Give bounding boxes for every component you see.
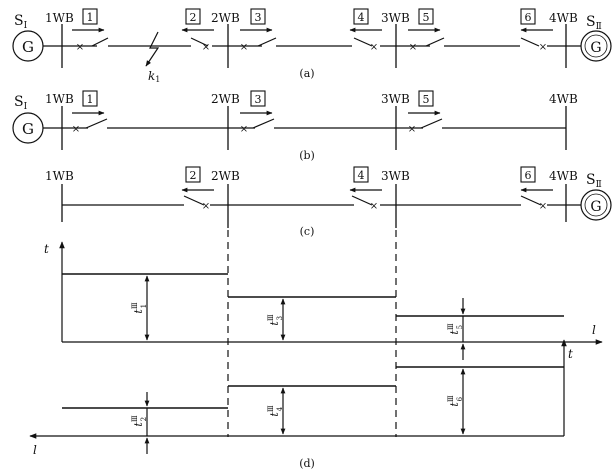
axis-label-t-lower: t xyxy=(568,347,573,361)
svg-text:×: × xyxy=(240,124,248,135)
svg-text:×: × xyxy=(76,42,84,53)
bus-label-2wb: 2WB xyxy=(211,92,240,106)
caption-d: (d) xyxy=(299,457,315,470)
source-right-label-c: SⅡ xyxy=(586,172,602,190)
source-left-label: SⅠ xyxy=(14,13,28,31)
svg-text:×: × xyxy=(409,42,417,53)
panel-d: t l l t tⅢ1 tⅢ3 tⅢ5 tⅢ2 xyxy=(29,230,603,470)
protection-box-2a: 2 xyxy=(185,8,201,25)
generator-right-a: G xyxy=(580,30,612,62)
caption-a: (a) xyxy=(299,67,314,80)
generator-glyph: G xyxy=(22,38,34,56)
fault-label: k1 xyxy=(148,69,160,84)
breaker-5a: × xyxy=(409,37,445,53)
bus-label-2wb: 2WB xyxy=(211,169,240,183)
bus-label-3wb: 3WB xyxy=(381,169,410,183)
breaker-1a: × xyxy=(76,37,109,53)
panel-c: × × × G SⅡ 1WB 2WB 3WB 4WB 2 4 6 (c) xyxy=(45,166,612,238)
svg-text:6: 6 xyxy=(525,11,532,24)
panel-b: G SⅠ × × × 1WB 2WB 3WB 4WB 1 3 5 (b xyxy=(12,90,578,162)
svg-text:×: × xyxy=(370,201,378,212)
svg-text:×: × xyxy=(539,42,547,53)
delay-label-t6: tⅢ6 xyxy=(447,395,464,406)
svg-text:2: 2 xyxy=(190,169,197,182)
protection-box-1a: 1 xyxy=(82,8,98,25)
bus-label-4wb: 4WB xyxy=(549,11,578,25)
protection-box-3b: 3 xyxy=(250,90,266,107)
protection-box-2c: 2 xyxy=(185,166,201,183)
generator-left-a: G xyxy=(12,30,44,62)
generator-glyph: G xyxy=(22,120,34,138)
caption-b: (b) xyxy=(299,149,315,162)
fault-lightning-icon xyxy=(145,31,160,67)
protection-box-6a: 6 xyxy=(520,8,536,25)
breaker-3b: × xyxy=(240,118,275,135)
svg-text:6: 6 xyxy=(525,169,532,182)
protection-box-5a: 5 xyxy=(418,8,434,25)
protection-box-4a: 4 xyxy=(353,8,369,25)
bus-label-2wb: 2WB xyxy=(211,11,240,25)
bus-label-1wb: 1WB xyxy=(45,11,74,25)
protection-box-6c: 6 xyxy=(520,166,536,183)
bus-label-3wb: 3WB xyxy=(381,11,410,25)
axis-label-t-upper: t xyxy=(44,242,49,256)
axis-label-l-upper: l xyxy=(592,323,596,337)
svg-text:5: 5 xyxy=(423,11,430,24)
svg-text:1: 1 xyxy=(87,11,94,24)
protection-box-4c: 4 xyxy=(353,166,369,183)
generator-left-b: G xyxy=(12,112,44,144)
svg-text:×: × xyxy=(240,42,248,53)
delay-label-t2: tⅢ2 xyxy=(131,415,148,426)
svg-text:1: 1 xyxy=(87,93,94,106)
bus-label-4wb: 4WB xyxy=(549,92,578,106)
axis-label-l-lower: l xyxy=(33,443,37,457)
delay-label-t5: tⅢ5 xyxy=(447,323,464,334)
svg-text:×: × xyxy=(202,201,210,212)
breaker-5b: × xyxy=(408,118,443,135)
svg-text:×: × xyxy=(72,124,80,135)
svg-text:×: × xyxy=(539,201,547,212)
bus-label-4wb: 4WB xyxy=(549,169,578,183)
breaker-2c: × xyxy=(183,195,210,212)
bus-label-1wb: 1WB xyxy=(45,92,74,106)
svg-text:4: 4 xyxy=(358,11,365,24)
breaker-6a: × xyxy=(520,37,547,53)
generator-glyph: G xyxy=(590,40,601,56)
generator-glyph: G xyxy=(590,199,601,215)
delay-label-t1: tⅢ1 xyxy=(131,302,148,313)
svg-text:×: × xyxy=(370,42,378,53)
source-left-label-b: SⅠ xyxy=(14,94,28,112)
breaker-2a: × xyxy=(190,37,210,53)
protection-box-5b: 5 xyxy=(418,90,434,107)
source-right-label: SⅡ xyxy=(586,14,602,32)
breaker-4c: × xyxy=(351,195,378,212)
breaker-4a: × xyxy=(353,37,378,53)
svg-text:4: 4 xyxy=(358,169,365,182)
svg-text:×: × xyxy=(408,124,416,135)
protection-box-3a: 3 xyxy=(250,8,266,25)
bus-label-3wb: 3WB xyxy=(381,92,410,106)
svg-text:5: 5 xyxy=(423,93,430,106)
breaker-6c: × xyxy=(520,195,547,212)
breaker-1b: × xyxy=(72,118,108,135)
svg-text:3: 3 xyxy=(255,93,262,106)
delay-label-t4: tⅢ4 xyxy=(267,405,284,416)
bus-label-1wb: 1WB xyxy=(45,169,74,183)
breaker-3a: × xyxy=(240,37,277,53)
caption-c: (c) xyxy=(300,225,315,238)
svg-text:3: 3 xyxy=(255,11,262,24)
svg-text:2: 2 xyxy=(190,11,197,24)
svg-text:×: × xyxy=(202,42,210,53)
panel-a: G SⅠ × × × × × × xyxy=(12,8,612,84)
protection-box-1b: 1 xyxy=(82,90,98,107)
generator-right-c: G xyxy=(580,189,612,221)
delay-label-t3: tⅢ3 xyxy=(267,314,284,325)
